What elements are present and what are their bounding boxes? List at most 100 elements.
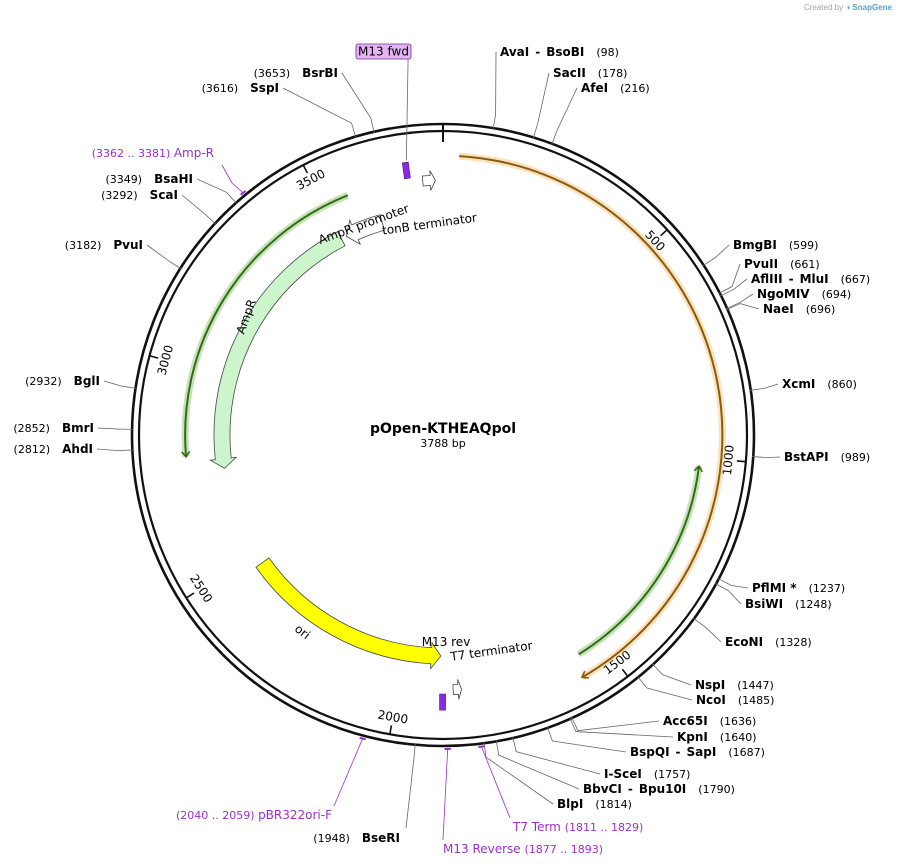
tick-mark-1000 <box>736 460 746 463</box>
enzyme-leader-pvuii <box>718 263 741 294</box>
enzyme-leader-blpi <box>483 742 554 805</box>
primer-leader-m13-reverse <box>442 748 449 841</box>
primer-label-m13-fwd: M13 fwd <box>358 45 409 59</box>
enzyme-site-bmgbi: BmgBI(599) <box>733 238 818 252</box>
enzyme-site-afliii-mlui: AflIII-MluI(667) <box>751 272 870 286</box>
enzyme-site-bgli: (2932)BglI <box>25 374 100 388</box>
orf-green-left-line <box>184 194 349 457</box>
tick-label: 3000 <box>155 343 176 376</box>
primer-marker-m13-fwd <box>401 161 411 180</box>
credit-brand: SnapGene <box>852 3 892 12</box>
enzyme-site-kpni: KpnI(1640) <box>677 730 756 744</box>
enzyme-site-avai-bsobi: AvaI-BsoBI(98) <box>500 45 619 59</box>
enzyme-site-pvui: (3182)PvuI <box>65 238 143 252</box>
enzyme-leader-bbvci-bpu10i <box>495 740 580 790</box>
enzyme-site-nspi: NspI(1447) <box>695 678 774 692</box>
primer-leader-amp-r <box>221 164 244 194</box>
enzyme-leader-bseri <box>405 743 416 829</box>
enzyme-site-xcmi: XcmI(860) <box>782 377 857 391</box>
enzyme-leader-econi <box>692 617 722 643</box>
enzyme-site-afei: AfeI(216) <box>581 81 650 95</box>
enzyme-site-econi: EcoNI(1328) <box>725 635 812 649</box>
enzyme-leader-afei <box>551 87 578 145</box>
enzyme-leader-nspi <box>652 663 692 686</box>
enzyme-site-ncoi: NcoI(1485) <box>696 693 774 707</box>
primer-label-pbr322ori-f: (2040 .. 2059) pBR322ori-F <box>176 808 332 822</box>
tick-mark-2000 <box>389 725 393 735</box>
enzyme-site-ngomiv: NgoMIV(694) <box>757 287 851 301</box>
orf-orange-glow <box>459 152 726 681</box>
orf-green-right-arrowhead <box>693 464 703 473</box>
enzyme-leader-sspi <box>282 87 357 138</box>
enzyme-site-blpi: BlpI(1814) <box>557 797 632 811</box>
feature-label-ori: ori <box>292 622 313 643</box>
enzyme-site-sacii: SacII(178) <box>553 66 627 80</box>
enzyme-leader-bgli <box>103 380 137 389</box>
primer-label-t7-term: T7 Term (1811 .. 1829) <box>512 820 643 834</box>
enzyme-leader-ahdi <box>96 448 134 452</box>
orf-orange-line <box>459 155 724 679</box>
tick-mark-3000 <box>149 354 159 359</box>
tick-label: 3500 <box>294 166 328 192</box>
enzyme-site-bsiwi: BsiWI(1248) <box>745 597 832 611</box>
orf-orange-arrowhead <box>580 670 589 679</box>
primer-label-amp-r: (3362 .. 3381) Amp-R <box>92 146 214 160</box>
credit-prefix: Created by <box>803 3 844 12</box>
enzyme-site-bmri: (2852)BmrI <box>13 421 94 435</box>
tick-label: 2000 <box>377 708 410 727</box>
enzyme-leader-bspqi-sapi <box>546 726 627 753</box>
enzyme-site-ahdi: (2812)AhdI <box>14 442 93 456</box>
primer-leader-m13-fwd <box>405 58 409 161</box>
enzyme-leader-sacii <box>532 72 550 139</box>
feature-ampr <box>209 231 346 469</box>
enzyme-leader-acc65i <box>571 716 660 732</box>
enzyme-leader-bsrbi <box>341 72 375 133</box>
orf-green-right-line <box>578 466 700 656</box>
enzyme-leader-bsiwi <box>714 583 742 605</box>
enzyme-leader-bmgbi <box>702 244 730 267</box>
primer-tick-amp-r <box>240 190 247 196</box>
tick-mark-500 <box>660 229 668 237</box>
enzyme-site-bseri: (1948)BseRI <box>313 831 400 845</box>
enzyme-leader-bsahi <box>196 178 237 204</box>
orf-green-left-arrowhead <box>181 450 191 459</box>
tick-mark-1500 <box>621 668 629 677</box>
enzyme-site-bbvci-bpu10i: BbvCI-Bpu10I(1790) <box>583 782 735 796</box>
primer-leader-pbr322ori-f <box>333 738 364 807</box>
enzyme-leader-kpni <box>569 717 674 738</box>
enzyme-site-sspi: (3616)SspI <box>202 81 279 95</box>
enzyme-leader-scai <box>181 194 217 225</box>
enzyme-site-bstapi: BstAPI(989) <box>784 450 870 464</box>
primer-tick-t7-term <box>478 745 485 748</box>
enzyme-leader-i-scei <box>512 736 601 775</box>
enzyme-site-bsrbi: (3653)BsrBI <box>254 66 338 80</box>
enzyme-leader-pvui <box>146 244 182 270</box>
primer-tick-pbr322ori-f <box>359 736 366 741</box>
snapgene-credit: Created by ◑ SnapGene <box>804 3 892 12</box>
backbone-outer-ring <box>130 122 756 748</box>
plasmid-size: 3788 bp <box>420 437 465 450</box>
enzyme-leader-bstapi <box>752 456 781 459</box>
tick-mark-2500 <box>185 592 195 599</box>
primer-leader-t7-term <box>481 746 511 819</box>
enzyme-leader-avai-bsobi <box>492 51 497 130</box>
enzyme-site-naei: NaeI(696) <box>763 302 835 316</box>
enzyme-site-acc65i: Acc65I(1636) <box>663 714 756 728</box>
feature-ori <box>255 557 442 670</box>
enzyme-leader-pflmi <box>717 578 749 589</box>
primer-label-m13-reverse: M13 Reverse (1877 .. 1893) <box>443 842 603 856</box>
orf-green-right-glow <box>576 465 703 658</box>
enzyme-leader-bmri <box>97 427 134 430</box>
primer-label-m13-rev: M13 rev <box>422 635 471 649</box>
plasmid-name: pOpen-KTHEAQpol <box>370 421 516 437</box>
enzyme-site-bsahi: (3349)BsaHI <box>106 172 193 186</box>
enzyme-site-bspqi-sapi: BspQI-SapI(1687) <box>630 745 765 759</box>
enzyme-site-pflmi: PflMI *(1237) <box>752 581 845 595</box>
enzyme-site-i-scei: I-SceI(1757) <box>604 767 690 781</box>
enzyme-site-scai: (3292)ScaI <box>101 188 178 202</box>
enzymes-layer: AvaI-BsoBI(98) SacII(178)AfeI(216) BmgBI(5… <box>13 45 870 845</box>
enzyme-leader-xcmi <box>749 383 779 391</box>
primer-box-m13-fwd <box>355 43 412 60</box>
